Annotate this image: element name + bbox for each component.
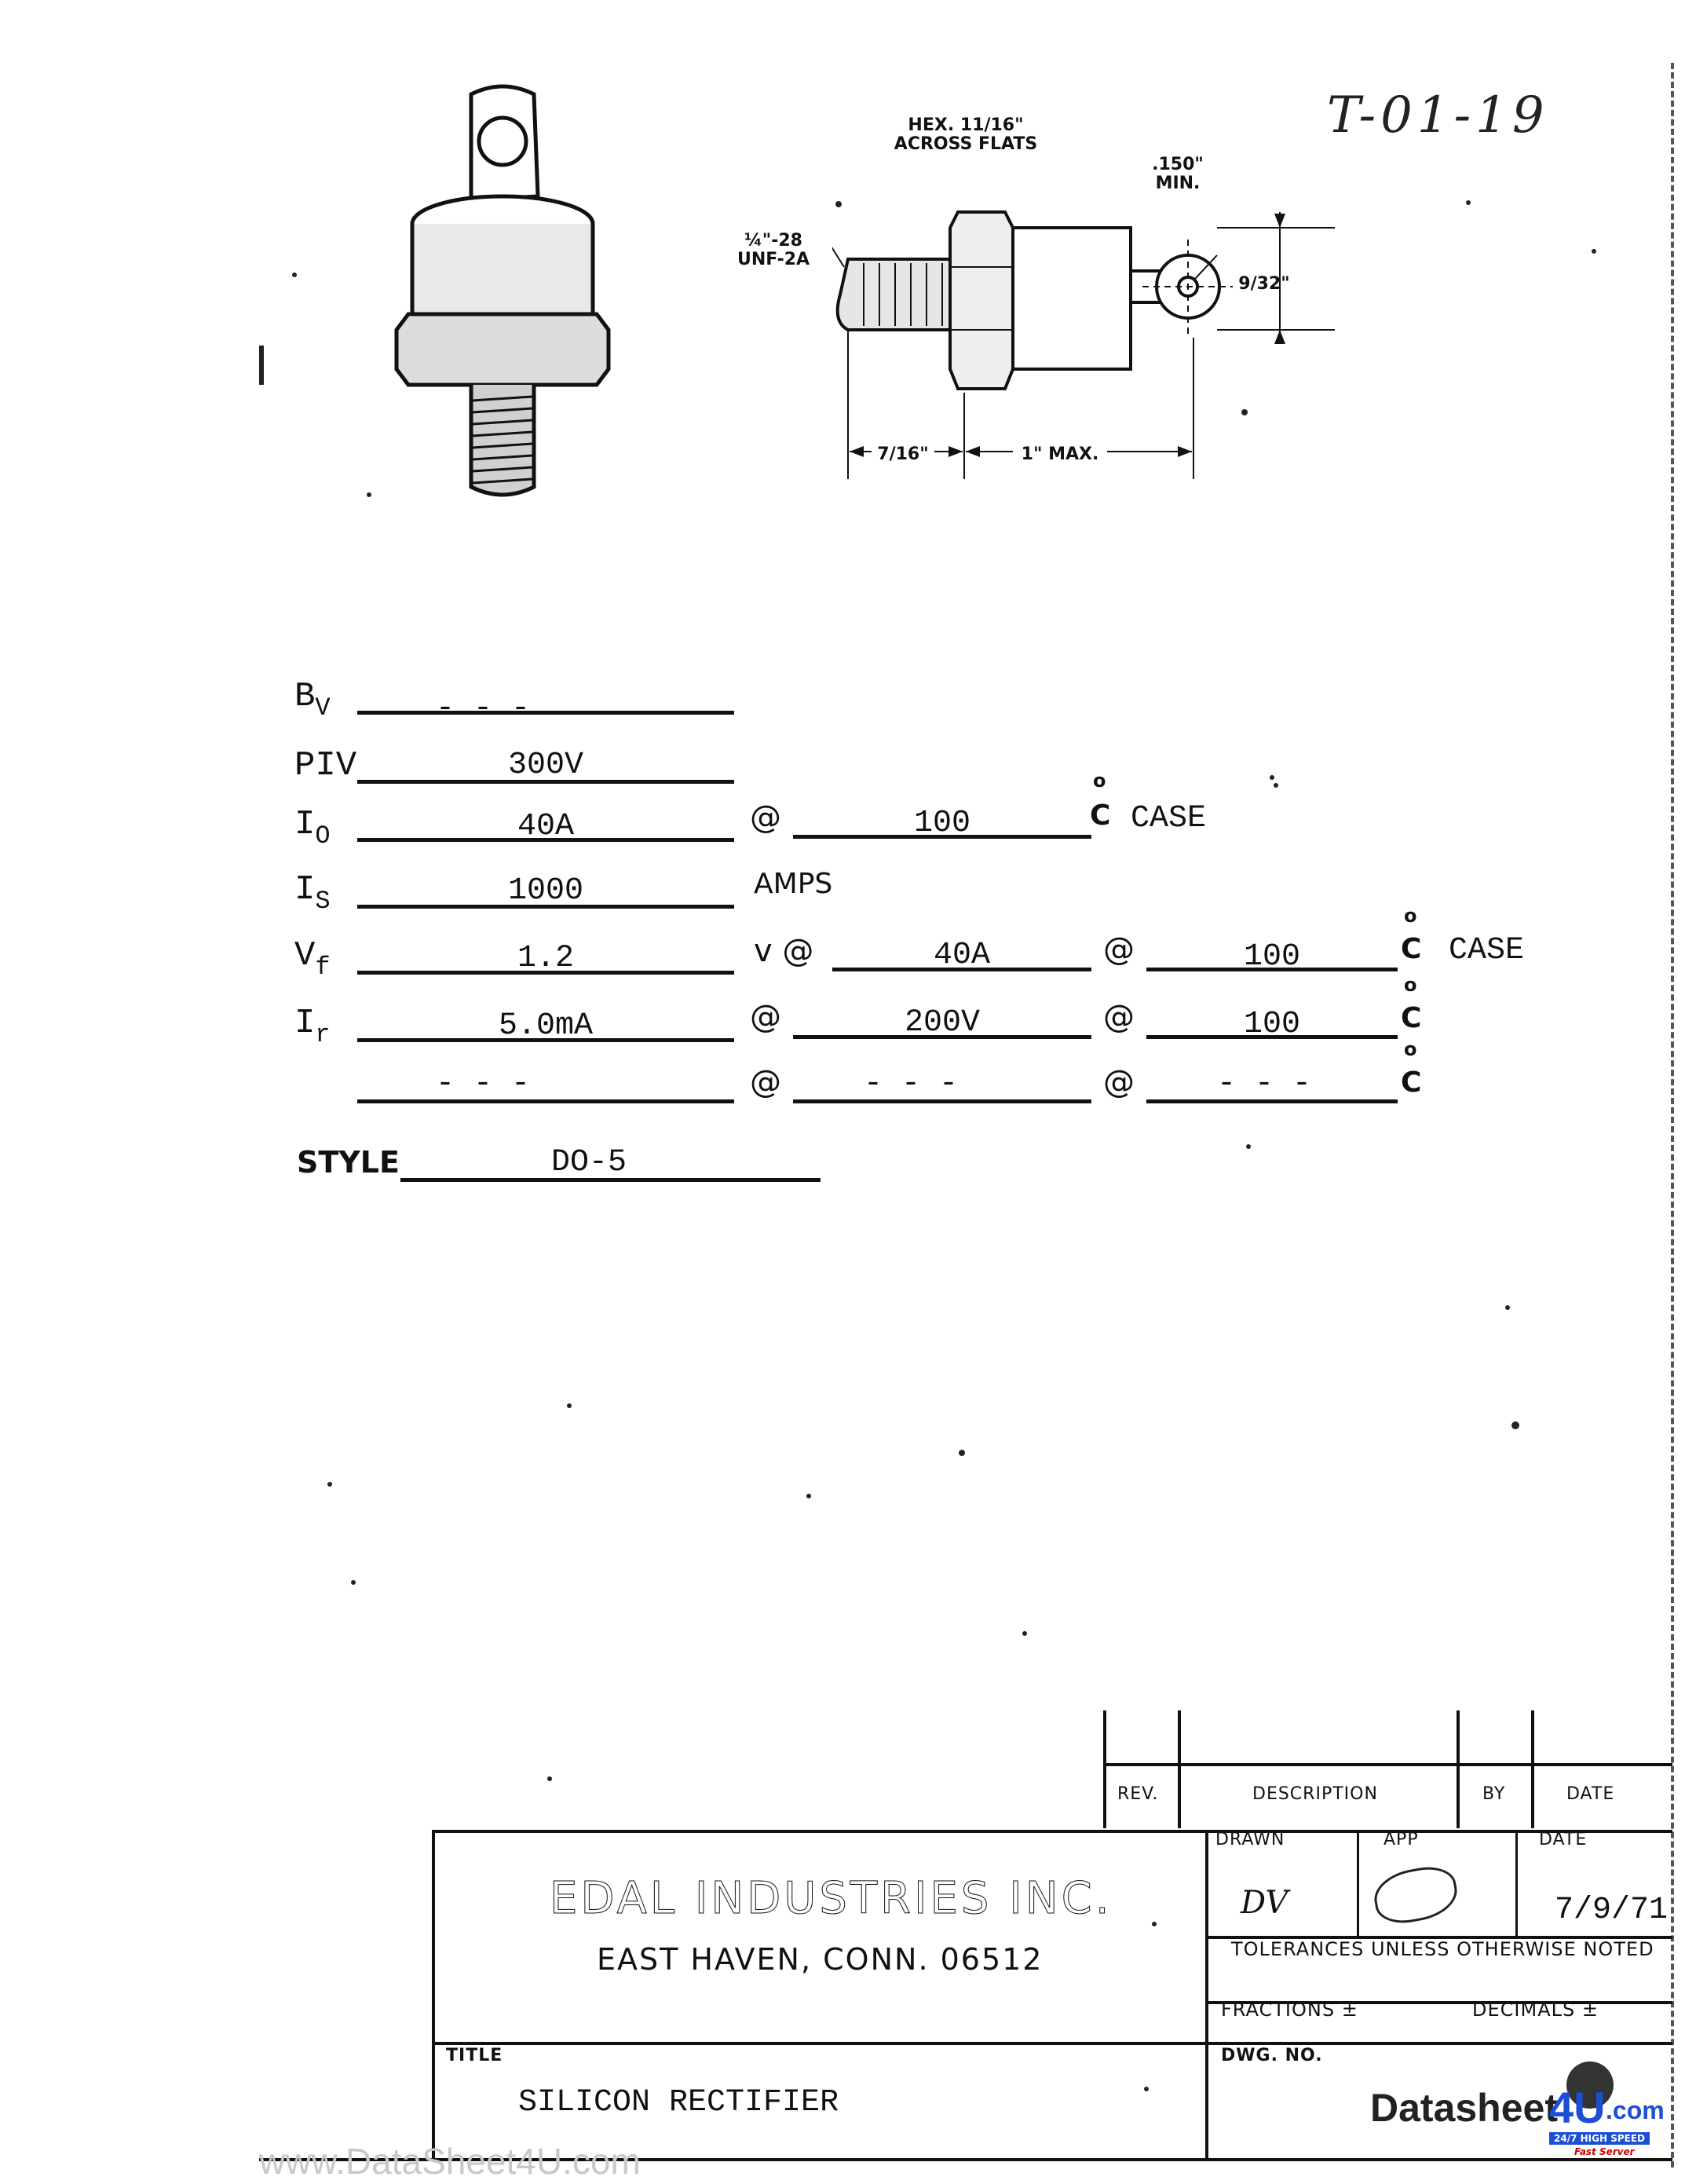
logo-number: 4U [1549, 2083, 1606, 2132]
rev-label: REV. [1117, 1784, 1159, 1804]
is-value: 1000 [507, 873, 583, 909]
vf-case: CASE [1449, 933, 1525, 968]
vf-unit: C [1401, 933, 1422, 965]
io-temp-line [793, 835, 1091, 839]
io-unit: C [1090, 799, 1111, 832]
io-degree: o [1093, 770, 1106, 792]
ir-unit: C [1401, 1002, 1422, 1034]
ir-degree: o [1404, 974, 1417, 996]
date-label: DATE [1566, 1784, 1615, 1804]
io-line [357, 838, 734, 842]
vf-temp: 100 [1243, 939, 1300, 975]
bv-line [357, 711, 734, 715]
drawing-title: SILICON RECTIFIER [518, 2085, 839, 2120]
ir-temp-line [1146, 1035, 1398, 1039]
piv-symbol: PIV [294, 746, 357, 785]
ir-at: @ [750, 999, 781, 1035]
rectifier-illustration [394, 84, 611, 497]
ir-at2: @ [1103, 999, 1135, 1035]
blank-unit: C [1401, 1066, 1422, 1099]
drawn-initials: DV [1241, 1885, 1288, 1921]
fractions-label: FRACTIONS ± [1221, 1999, 1358, 2021]
style-label: STYLE [297, 1145, 400, 1180]
is-line [357, 905, 734, 909]
logo-globe-icon [1566, 2061, 1614, 2109]
bv-value: - - - [435, 691, 531, 726]
blank-val2-line [793, 1099, 1091, 1103]
io-symbol: IO [294, 805, 331, 851]
blank-at2: @ [1103, 1064, 1135, 1100]
stud-length-label: 7/16" [872, 445, 934, 464]
outline-drawing [832, 210, 1335, 479]
company-address: EAST HAVEN, CONN. 06512 [597, 1942, 1044, 1977]
height-dimension-label: 9/32" [1238, 274, 1290, 294]
bv-symbol: BV [294, 677, 331, 723]
blank-degree: o [1404, 1038, 1417, 1060]
company-name: EDAL INDUSTRIES INC. [550, 1873, 1113, 1925]
document-reference: T-01-19 [1327, 86, 1549, 145]
vf-current-line [832, 968, 1091, 971]
blank-at: @ [750, 1064, 781, 1100]
page-edge [1671, 63, 1674, 2168]
vf-v-at: v @ [754, 933, 814, 969]
piv-line [357, 780, 734, 784]
by-label: BY [1482, 1784, 1506, 1804]
watermark-logo: Datasheet 4U .com 24/7 HIGH SPEED Fast S… [1370, 2061, 1669, 2160]
blank-val3: - - - [1216, 1066, 1312, 1102]
title-label: TITLE [446, 2046, 503, 2065]
style-value: DO-5 [550, 1145, 627, 1180]
ir-voltage-line [793, 1035, 1091, 1039]
description-label: DESCRIPTION [1252, 1784, 1378, 1804]
vf-current: 40A [933, 938, 990, 973]
drawn-label: DRAWN [1215, 1830, 1285, 1849]
piv-value: 300V [507, 748, 583, 783]
thread-dimension-label: ¼"-28 UNF-2A [737, 231, 810, 269]
logo-tagline: 24/7 HIGH SPEED [1549, 2132, 1650, 2145]
dwg-no-label: DWG. NO. [1221, 2046, 1323, 2065]
logo-tagline2: Fast Server [1574, 2146, 1635, 2157]
min-dimension-label: .150" MIN. [1152, 155, 1204, 193]
vf-temp-line [1146, 968, 1398, 971]
vf-degree: o [1404, 905, 1417, 927]
is-unit: AMPS [754, 868, 833, 900]
body-length-label: 1" MAX. [1013, 445, 1107, 464]
io-at: @ [750, 799, 781, 836]
blank-val3-line [1146, 1099, 1398, 1103]
date2-label: DATE [1539, 1830, 1588, 1849]
drawn-date: 7/9/71 [1555, 1893, 1669, 1928]
app-label: APP [1383, 1830, 1419, 1849]
io-case: CASE [1131, 801, 1207, 836]
style-line [400, 1178, 821, 1182]
logo-suffix: .com [1606, 2096, 1665, 2124]
ir-voltage: 200V [904, 1005, 980, 1041]
vf-symbol: Vf [294, 936, 331, 982]
io-value: 40A [517, 809, 574, 844]
watermark-url[interactable]: www.DataSheet4U.com [259, 2141, 641, 2182]
vf-value: 1.2 [517, 941, 574, 976]
margin-mark [259, 346, 264, 385]
tolerances-note: TOLERANCES UNLESS OTHERWISE NOTED [1231, 1938, 1654, 1960]
hex-dimension-label: HEX. 11/16" ACROSS FLATS [894, 115, 1038, 154]
ir-symbol: Ir [294, 1004, 331, 1049]
vf-line [357, 971, 734, 975]
blank-val2: - - - [863, 1066, 959, 1102]
is-symbol: IS [294, 870, 331, 916]
blank-line [357, 1099, 734, 1103]
logo-text: Datasheet [1370, 2086, 1558, 2130]
blank-value: - - - [435, 1066, 531, 1102]
io-temp: 100 [913, 806, 970, 841]
decimals-label: DECIMALS ± [1472, 1999, 1599, 2021]
ir-line [357, 1038, 734, 1042]
vf-at: @ [1103, 931, 1135, 968]
ir-value: 5.0mA [498, 1008, 594, 1044]
ir-temp: 100 [1243, 1007, 1300, 1042]
